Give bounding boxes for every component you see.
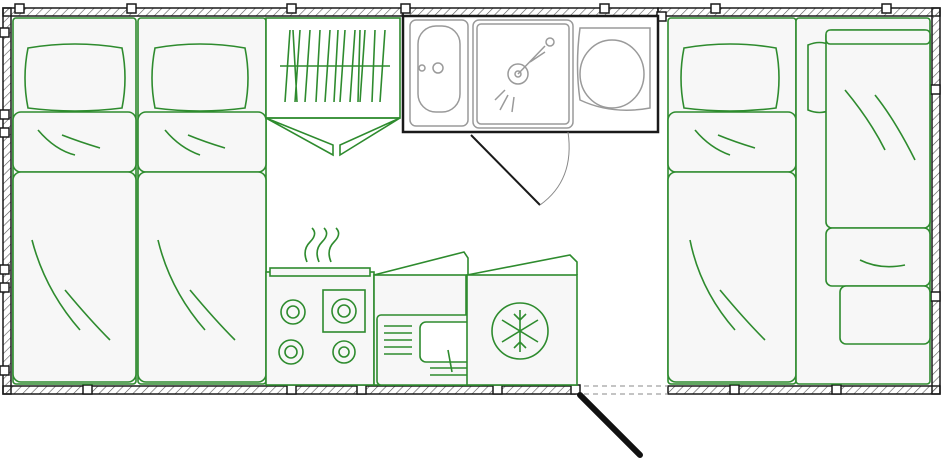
wall-top-left bbox=[2, 7, 404, 17]
wardrobe bbox=[265, 17, 401, 157]
door-swing-icon bbox=[539, 131, 570, 206]
wall-posts bbox=[0, 3, 941, 395]
wall-left bbox=[2, 7, 12, 395]
bed-left-2 bbox=[137, 17, 267, 385]
bed-left-2-blanket-top bbox=[137, 111, 267, 173]
bed-right-2-blanket-folded bbox=[825, 29, 931, 229]
shower-icon bbox=[472, 19, 574, 129]
wall-bottom-right bbox=[667, 385, 941, 395]
pillow-icon bbox=[680, 43, 780, 112]
kitchen bbox=[265, 227, 578, 386]
wardrobe-frame bbox=[265, 17, 401, 119]
entrance-door bbox=[577, 392, 643, 458]
wall-right bbox=[931, 7, 941, 395]
wardrobe-door-left bbox=[265, 117, 334, 157]
bathroom bbox=[401, 14, 660, 206]
stove-burner-icon bbox=[278, 289, 366, 365]
bathroom-door bbox=[470, 134, 541, 206]
wardrobe-door-right bbox=[339, 117, 401, 157]
bed-left-1-blanket bbox=[12, 171, 137, 383]
bed-left-1 bbox=[12, 17, 137, 385]
snowflake-icon bbox=[491, 302, 549, 360]
bed-right-1-blanket bbox=[667, 171, 797, 383]
bed-right-1-blanket-top bbox=[667, 111, 797, 173]
bed-left-1-blanket-top bbox=[12, 111, 137, 173]
steam-icon bbox=[304, 227, 340, 263]
toilet-icon bbox=[576, 27, 651, 111]
wall-top-right bbox=[657, 7, 941, 17]
stove bbox=[265, 271, 375, 386]
bed-left-2-blanket bbox=[137, 171, 267, 383]
bed-right-2 bbox=[795, 17, 931, 385]
pillow-icon bbox=[24, 43, 126, 112]
pillow-icon bbox=[151, 43, 249, 112]
bed-right-1 bbox=[667, 17, 797, 385]
